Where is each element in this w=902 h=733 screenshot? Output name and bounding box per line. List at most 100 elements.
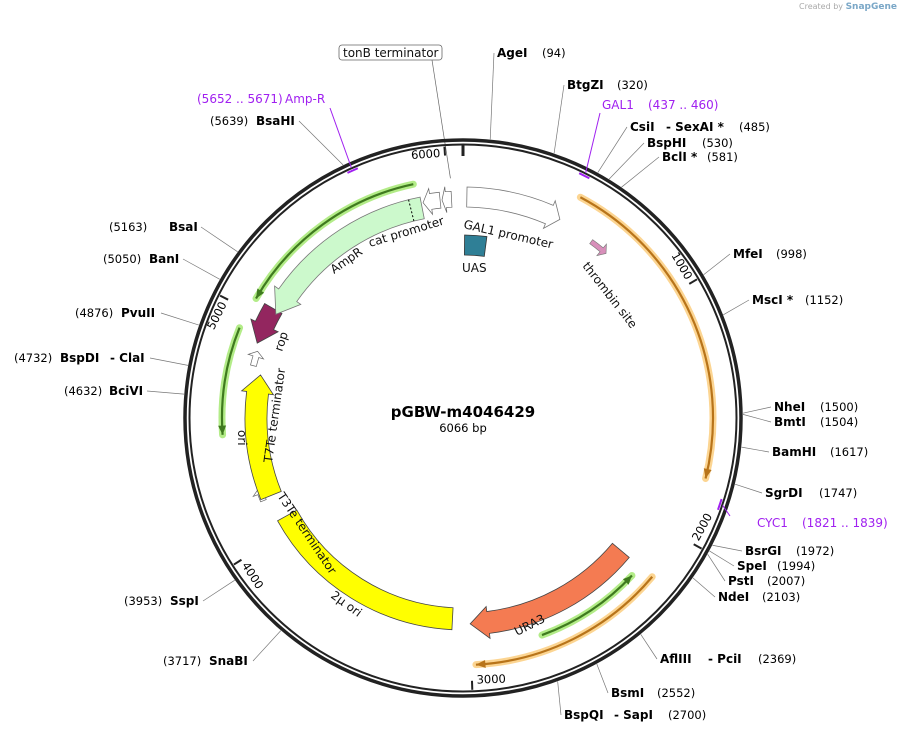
primer-name: GAL1 <box>602 98 634 112</box>
enzyme-site[interactable]: SnaBI(3717) <box>163 630 282 668</box>
tick-mark <box>693 543 703 550</box>
enzyme-position: (530) <box>702 136 733 150</box>
enzyme-name: BspDI <box>60 351 99 365</box>
tonb-callout-box <box>338 44 443 61</box>
enzyme-site[interactable]: BsmI (2552) <box>596 663 695 700</box>
plasmid-length: 6066 bp <box>439 421 487 435</box>
enzymes-layer: AgeI(94)BtgZI(320)CsiI - SexAI * (485) BspH… <box>14 46 888 722</box>
tick-mark <box>443 146 447 156</box>
green-line-left-arrowhead <box>218 425 227 435</box>
enzyme-leader-line <box>621 156 660 188</box>
green-line-bottom <box>541 574 633 637</box>
enzyme-position: (2700) <box>668 708 706 722</box>
enzyme-position: (4876) <box>75 306 113 320</box>
enzyme-name: PvuII <box>121 306 155 320</box>
tonb-callout-label: tonB terminator <box>343 46 439 60</box>
tonb-terminator-callout: tonB terminator <box>338 44 451 179</box>
enzyme-site[interactable]: BspDI- ClaI(4732) <box>14 351 189 366</box>
enzyme-site[interactable]: BsaI (5163) <box>109 220 238 253</box>
enzyme-site[interactable]: MfeI(998) <box>703 247 807 276</box>
orf-line-bottom <box>475 576 654 666</box>
enzyme-name: BsmI <box>611 686 644 700</box>
enzyme-name: NdeI <box>718 590 749 604</box>
primer-range: (437 .. 460) <box>648 98 718 112</box>
primer-site: Amp-R(5652 .. 5671) <box>197 92 359 174</box>
enzyme-name: MfeI <box>733 247 763 261</box>
enzyme-site[interactable]: SspI(3953) <box>124 579 235 608</box>
enzyme-site[interactable]: BanI(5050) <box>103 252 220 280</box>
enzyme-leader-line <box>734 483 763 494</box>
enzyme-site[interactable]: BspQI- SapI(2700) <box>557 681 707 722</box>
enzyme-position: (485) <box>739 120 770 134</box>
enzyme-position: (1500) <box>820 400 858 414</box>
tonb-terminator-arrow <box>441 186 453 213</box>
enzyme-site[interactable]: BspHI (530) <box>608 136 733 180</box>
orf-line-right <box>579 196 715 479</box>
enzyme-leader-line <box>146 390 185 395</box>
orf-line-bottom-arrowhead <box>475 659 486 668</box>
enzyme-site[interactable]: PvuII (4876) <box>75 306 199 326</box>
enzyme-site[interactable]: NheI(1500) <box>742 400 858 414</box>
enzyme-site[interactable]: AgeI(94) <box>489 46 566 140</box>
enzyme-position: (2552) <box>657 686 695 700</box>
enzyme-name: SgrDI <box>765 486 803 500</box>
enzyme-name: BsaI <box>169 220 198 234</box>
enzyme-site[interactable]: PstI(2007) <box>707 554 806 588</box>
tick-label: 3000 <box>476 672 506 687</box>
enzyme-name: SspI <box>170 594 199 608</box>
enzyme-site[interactable]: MscI *(1152) <box>723 293 843 316</box>
enzyme-site[interactable]: AflIII- PciI(2369) <box>640 634 797 666</box>
enzyme-name: AflIII <box>660 652 692 666</box>
enzyme-site[interactable]: BamHI(1617) <box>741 445 868 459</box>
enzyme-name: BclI * <box>662 150 698 164</box>
enzyme-site[interactable]: SgrDI(1747) <box>734 483 857 500</box>
enzyme-position: (1504) <box>820 415 858 429</box>
enzyme-position: (320) <box>617 78 648 92</box>
enzyme-position: (5163) <box>109 220 147 234</box>
enzyme-position: (1972) <box>796 544 834 558</box>
ori-arrow <box>240 374 282 501</box>
enzyme-position: (581) <box>707 150 738 164</box>
enzyme-leader-line <box>703 253 731 276</box>
gal1-promoter-arrow <box>466 186 561 230</box>
enzyme-name: BmtI <box>774 415 806 429</box>
enzyme-leader-line <box>692 577 716 598</box>
enzyme-name: BspHI <box>647 136 686 150</box>
green-line-bottom-arrowhead <box>622 575 632 585</box>
enzyme-site[interactable]: BclI * (581) <box>621 150 738 188</box>
primer-site: GAL1 (437 .. 460) <box>578 98 718 180</box>
enzyme-name: BspQI <box>564 708 604 722</box>
enzyme-site[interactable]: BsrGI (1972) <box>712 544 834 558</box>
enzyme-leader-line <box>200 226 238 253</box>
enzyme-name: CsiI <box>630 120 655 134</box>
ring-outer <box>183 138 743 698</box>
enzyme-site[interactable]: CsiI - SexAI * (485) <box>597 120 770 173</box>
enzyme-name: BsrGI <box>745 544 782 558</box>
two-micron-ori-band <box>277 509 454 631</box>
primer-leader-line <box>585 112 601 174</box>
enzyme-site[interactable]: SpeI(1994) <box>709 550 815 573</box>
primer-leader-line <box>329 107 352 168</box>
feature-label-ori: ori <box>235 430 249 446</box>
tick-mark <box>219 294 229 301</box>
enzyme-name-second: - SexAI * <box>666 120 725 134</box>
ring-inner <box>188 143 738 693</box>
enzyme-name: BanI <box>149 252 179 266</box>
enzyme-leader-line <box>298 120 344 166</box>
cat-promoter-arrow <box>422 187 442 216</box>
tonb-callout-line <box>431 59 451 179</box>
primer-mark <box>347 167 359 174</box>
primer-site: CYC1(1821 .. 1839) <box>717 498 888 530</box>
enzyme-leader-line <box>709 550 735 567</box>
enzyme-site[interactable]: BmtI (1504) <box>742 414 858 429</box>
enzyme-site[interactable]: BsaHI(5639) <box>210 114 344 166</box>
enzyme-leader-line <box>723 299 750 316</box>
enzyme-site[interactable]: BciVI(4632) <box>64 384 185 398</box>
enzyme-site[interactable]: BtgZI(320) <box>553 78 648 154</box>
primer-mark <box>717 498 723 511</box>
enzyme-name: BciVI <box>109 384 143 398</box>
plasmid-name: pGBW-m4046429 <box>391 403 535 421</box>
enzyme-site[interactable]: NdeI(2103) <box>692 577 800 604</box>
